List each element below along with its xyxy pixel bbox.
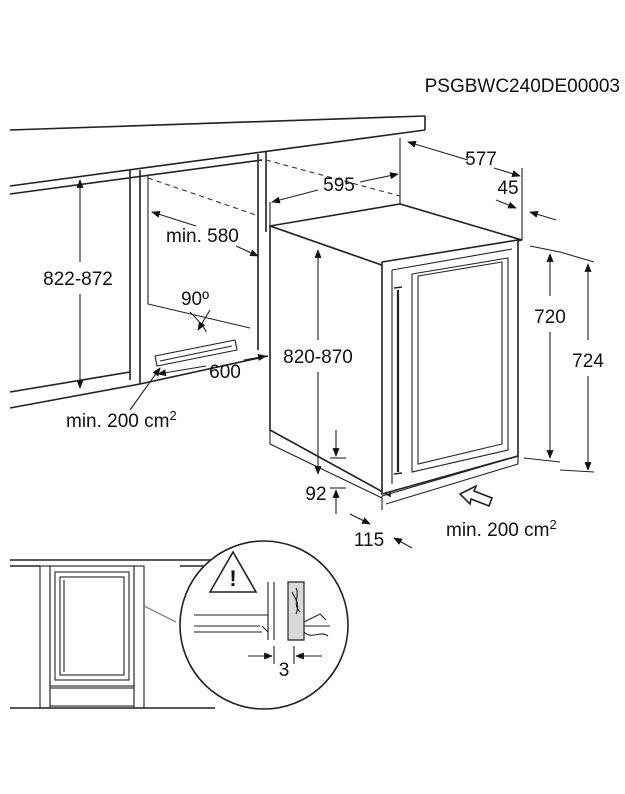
vent-label-right: min. 200 cm2: [446, 517, 557, 541]
dim-820-870: 820-870: [283, 347, 353, 368]
dim-600: 600: [209, 362, 241, 383]
dim-45: 45: [497, 178, 518, 199]
dimension-lines: [76, 138, 595, 549]
dim-90-degrees: 90º: [181, 289, 209, 310]
airflow-arrow-icon: [458, 484, 494, 508]
dim-gap-3: 3: [279, 660, 290, 681]
svg-text:!: !: [229, 566, 236, 591]
dim-577: 577: [465, 149, 497, 170]
dim-724: 724: [572, 351, 604, 372]
model-code: PSGBWC240DE00003: [425, 76, 620, 97]
warning-triangle-icon: !: [208, 550, 258, 593]
dim-822-872: 822-872: [43, 269, 113, 290]
dim-115: 115: [354, 530, 384, 551]
dim-595: 595: [323, 175, 355, 196]
front-view-inset: [10, 559, 215, 709]
wine-cooler: [269, 203, 523, 510]
dim-92: 92: [305, 484, 326, 505]
dim-min-580: min. 580: [166, 226, 239, 247]
dim-720: 720: [534, 307, 566, 328]
vent-label-left: min. 200 cm2: [66, 408, 177, 432]
cabinet-niche: [9, 115, 426, 409]
detail-circle: !: [179, 540, 349, 710]
